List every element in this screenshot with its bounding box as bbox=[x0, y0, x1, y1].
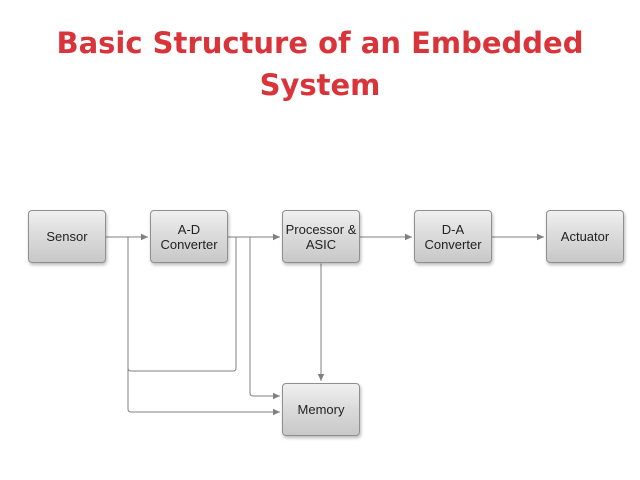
slide-title: Basic Structure of an Embedded System bbox=[56, 26, 584, 102]
edge-sensor-to-memory bbox=[127, 368, 280, 416]
memory-block: Memory bbox=[282, 383, 360, 436]
edge-ad-bus-to-memory bbox=[249, 237, 280, 400]
da-converter-block: D-A Converter bbox=[414, 210, 492, 263]
processor-asic-block: Processor & ASIC bbox=[282, 210, 360, 263]
actuator-block: Actuator bbox=[546, 210, 624, 263]
ad-converter-block: A-D Converter bbox=[150, 210, 228, 263]
sensor-block: Sensor bbox=[28, 210, 106, 263]
